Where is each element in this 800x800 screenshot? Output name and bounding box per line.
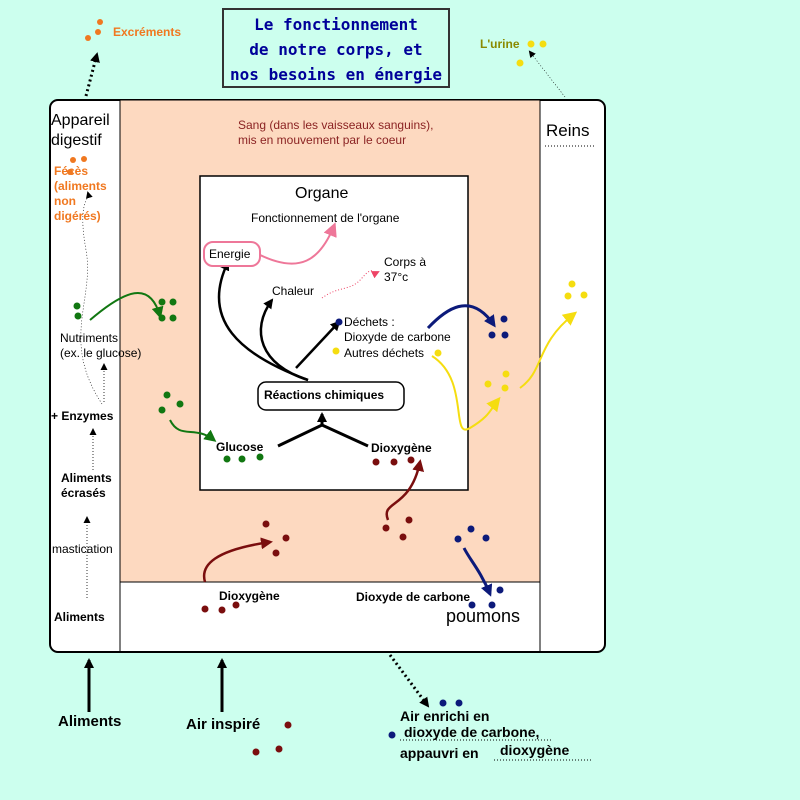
organ-function-label: Fonctionnement de l'organe [251,211,400,225]
waste-line-2: Dioxyde de carbone [344,330,451,344]
digestive-heading-2: digestif [51,132,102,149]
organ-title: Organe [295,185,349,202]
blood-line-1: Sang (dans les vaisseaux sanguins), [238,118,434,132]
air-out-line-1: Air enrichi en [400,708,490,724]
energy-label: Energie [209,247,251,261]
urine-label: L'urine [480,37,520,51]
waste-line-3: Autres déchets [344,346,425,360]
reactions-label: Réactions chimiques [264,388,385,402]
air-out-line-2: dioxyde de carbone, [404,724,540,740]
title-box: Le fonctionnement de notre corps, et nos… [222,8,450,88]
lungs-oxygen-label: Dioxygène [219,589,280,603]
lungs-co2-label: Dioxyde de carbone [356,590,471,604]
urine-dots [332,40,588,392]
feces-line-3: non [54,194,76,208]
nutrients-line-2: (ex. le glucose) [60,346,142,360]
title-line-3: nos besoins en énergie [230,65,442,84]
feces-line-1: Fécès [54,164,89,178]
air-out-line-3: appauvri en [400,745,479,761]
digestive-heading-1: Appareil [51,112,110,129]
heat-label: Chaleur [272,284,315,298]
air-in-label: Air inspiré [186,716,261,733]
feces-line-4: digérés) [54,209,101,223]
air-out-line-4: dioxygène [500,742,570,758]
nutrients-line-1: Nutriments [60,331,119,345]
excrements-label: Excréments [113,25,182,39]
title-line-1: Le fonctionnement [254,15,418,34]
body-temp-line-2: 37°c [384,270,409,284]
organ-oxygen-label: Dioxygène [371,441,432,455]
body-temp-line-1: Corps à [384,255,427,269]
crushed-food-line-1: Aliments [61,471,112,485]
kidneys-label: Reins [546,121,590,140]
title-line-2: de notre corps, et [249,40,423,59]
organ-box [199,175,469,491]
crushed-food-line-2: écrasés [61,486,106,500]
glucose-label: Glucose [216,440,264,454]
feces-line-2: (aliments [54,179,107,193]
waste-line-1: Déchets : [344,315,395,329]
blood-line-2: mis en mouvement par le coeur [238,133,407,147]
oxygen-dots [201,456,415,756]
feces-dots [67,19,103,175]
enzymes-label: + Enzymes [51,409,114,423]
food-input-label: Aliments [58,713,122,730]
food-label-inside: Aliments [54,610,105,624]
co2-dots [335,315,509,739]
chewing-label: mastication [52,542,113,556]
glucose-dots [73,298,264,463]
lungs-label: poumons [446,606,521,626]
